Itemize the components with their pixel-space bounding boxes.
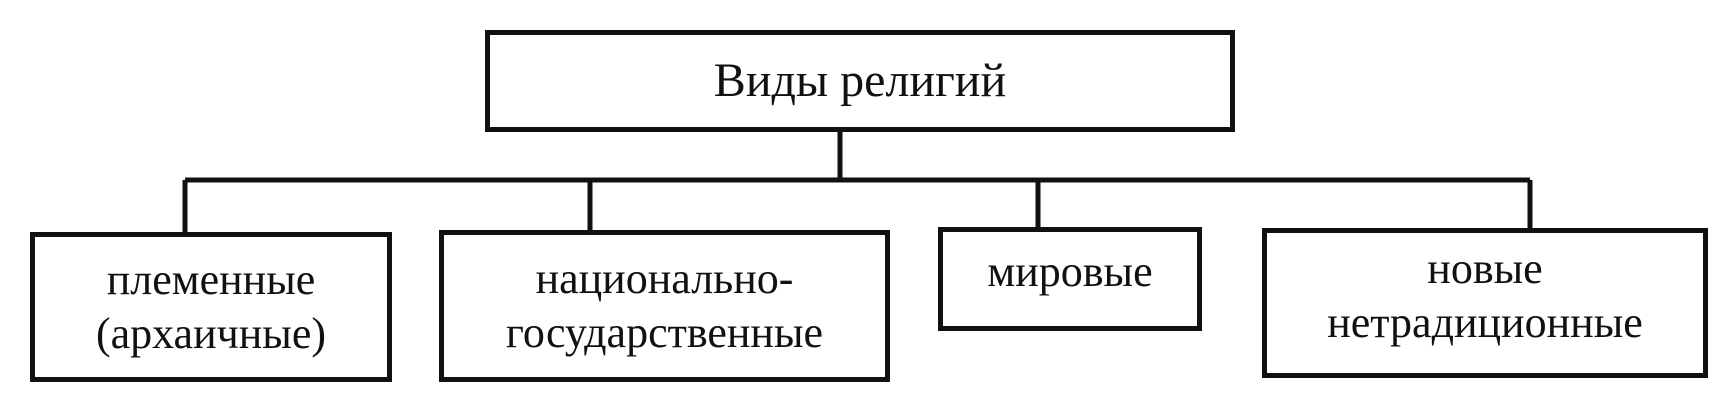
node-label: национально- государственные bbox=[506, 252, 823, 360]
node-label-line2: нетрадиционные bbox=[1327, 298, 1643, 347]
node-new-nontraditional-religions: новые нетрадиционные bbox=[1262, 228, 1708, 378]
node-label: племенные (архаичные) bbox=[96, 253, 326, 361]
node-label: новые нетрадиционные bbox=[1327, 242, 1643, 350]
node-tribal-religions: племенные (архаичные) bbox=[30, 232, 392, 382]
node-world-religions: мировые bbox=[938, 227, 1202, 331]
node-label-line1: мировые bbox=[987, 247, 1153, 296]
node-label-line1: новые bbox=[1427, 244, 1543, 293]
node-label: мировые bbox=[987, 245, 1152, 299]
root-node-religion-types: Виды религий bbox=[485, 30, 1235, 132]
root-node-label: Виды религий bbox=[713, 54, 1007, 107]
node-label-line2: государственные bbox=[505, 308, 824, 357]
node-label-line2: (архаичные) bbox=[95, 309, 327, 358]
node-national-state-religions: национально- государственные bbox=[439, 230, 890, 382]
node-label-line1: национально- bbox=[535, 254, 794, 303]
node-label-line1: племенные bbox=[106, 255, 316, 304]
